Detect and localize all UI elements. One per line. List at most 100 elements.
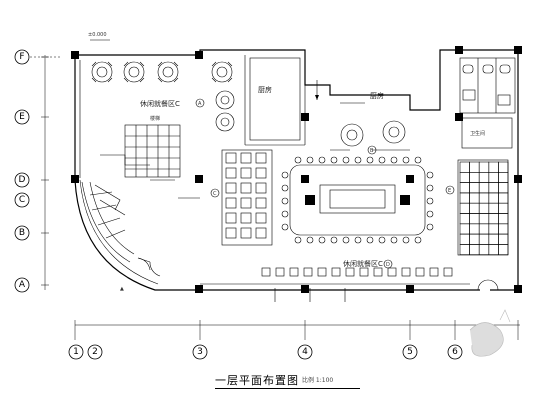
chair <box>294 156 302 164</box>
axis-label-6: 6 <box>452 347 458 357</box>
furniture-piece <box>488 192 499 204</box>
section-marker-a: A <box>195 98 205 108</box>
furniture-piece <box>303 267 313 277</box>
furniture-piece <box>498 172 509 183</box>
chair <box>330 156 338 164</box>
furniture-piece <box>331 267 341 277</box>
private-room: 厨房 <box>249 57 301 141</box>
chair <box>342 236 350 244</box>
svg-text:B: B <box>370 148 374 154</box>
room-1-label: 厨房 <box>258 85 272 94</box>
furniture-piece <box>498 244 509 255</box>
furniture-piece <box>478 161 490 173</box>
furniture-piece <box>415 267 425 277</box>
chair <box>306 236 314 244</box>
furniture-piece <box>488 202 499 214</box>
chair <box>366 236 374 244</box>
furniture-piece <box>459 223 470 235</box>
furniture-piece <box>459 202 470 214</box>
svg-text:▲: ▲ <box>120 286 124 292</box>
axis-label-a: A <box>19 280 26 290</box>
furniture-piece <box>255 167 267 179</box>
curved-counter <box>81 181 135 263</box>
furniture-piece <box>240 197 252 209</box>
chair <box>294 236 302 244</box>
title-underline <box>215 388 360 389</box>
display-area <box>457 159 509 256</box>
section-marker-d: D <box>383 259 393 269</box>
section-marker-e: E <box>445 185 455 195</box>
furniture-piece <box>289 267 299 277</box>
round-table <box>91 61 113 83</box>
furniture-piece <box>359 267 369 277</box>
furniture-piece <box>240 212 252 224</box>
axis-label-c: C <box>19 195 25 205</box>
furniture-piece <box>488 172 499 183</box>
furniture-piece <box>225 227 237 239</box>
section-marker-c: C <box>210 188 220 198</box>
column-axis-bubbles: 1 2 3 4 5 6 <box>68 320 520 360</box>
furniture-piece <box>478 223 490 235</box>
chair <box>378 236 386 244</box>
chair <box>426 184 434 192</box>
furniture-piece <box>459 192 470 204</box>
furniture-piece <box>498 182 509 194</box>
chair <box>318 156 326 164</box>
axis-bubble-5: 5 <box>402 344 418 360</box>
chair <box>390 156 398 164</box>
furniture-piece <box>478 192 490 204</box>
furniture-piece <box>255 227 267 239</box>
furniture-piece <box>240 152 252 164</box>
chair <box>414 156 422 164</box>
chair <box>366 156 374 164</box>
furniture-piece <box>255 182 267 194</box>
furniture-piece <box>255 212 267 224</box>
room-3-label: 卫生间 <box>470 130 485 137</box>
furniture-piece <box>488 161 499 173</box>
furniture-piece <box>469 192 480 204</box>
axis-bubble-a: A <box>14 277 30 293</box>
chair <box>378 156 386 164</box>
furniture-piece <box>429 267 439 277</box>
entrance-door: ▲ <box>120 257 161 292</box>
furniture-piece <box>469 182 480 194</box>
furniture-piece <box>488 182 499 194</box>
chair <box>426 223 434 231</box>
furniture-piece <box>478 202 490 214</box>
furniture-piece <box>478 233 490 245</box>
furniture-piece <box>459 213 470 225</box>
svg-text:D: D <box>386 262 390 268</box>
furniture-piece <box>469 244 480 255</box>
furniture-piece <box>469 233 480 245</box>
bottom-table-row <box>261 267 453 277</box>
furniture-piece <box>478 172 490 183</box>
furniture-piece <box>498 213 509 225</box>
furniture-piece <box>478 244 490 255</box>
furniture-piece <box>498 202 509 214</box>
chair <box>402 236 410 244</box>
axis-label-f: F <box>19 52 24 62</box>
axis-label-3: 3 <box>197 347 203 357</box>
chair <box>390 236 398 244</box>
dining-area-1-label: 休闲就餐区C <box>140 99 180 108</box>
chair <box>281 197 289 205</box>
room-2-label: 厨房 <box>370 91 384 100</box>
scale-note: 比例 1:100 <box>302 377 334 384</box>
furniture-piece <box>469 213 480 225</box>
booth-seating <box>221 149 273 246</box>
chair <box>306 156 314 164</box>
chair <box>426 210 434 218</box>
axis-bubble-6: 6 <box>447 344 463 360</box>
furniture-piece <box>478 182 490 194</box>
furniture-piece <box>275 267 285 277</box>
dimension-leaders: ±0.000 <box>88 32 365 302</box>
sketch-decoration <box>469 309 511 357</box>
stair-label: 楼梯 <box>150 115 160 122</box>
section-markers: A B C D E <box>195 98 455 269</box>
chair <box>414 236 422 244</box>
furniture-piece <box>459 244 470 255</box>
furniture-piece <box>240 167 252 179</box>
furniture-piece <box>469 172 480 183</box>
axis-label-5: 5 <box>407 347 413 357</box>
chair <box>354 156 362 164</box>
